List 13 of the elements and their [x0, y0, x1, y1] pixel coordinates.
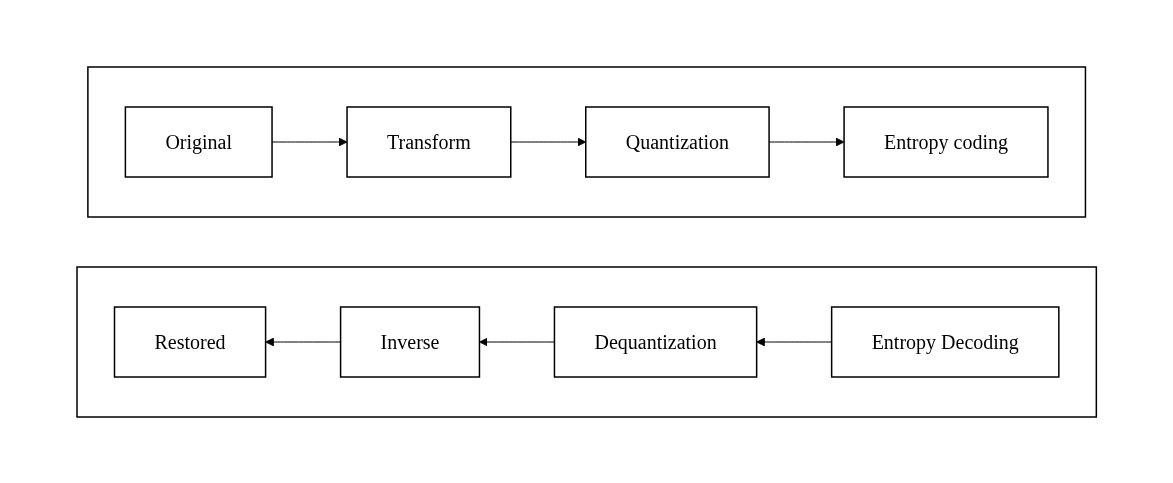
node-box: Dequantization: [553, 305, 758, 378]
node-box: Restored: [113, 305, 267, 378]
cluster: [86, 65, 1086, 218]
node-box: Transform: [346, 105, 512, 178]
arrow: [756, 337, 832, 346]
cluster: [76, 265, 1097, 418]
node-box: Entropy coding: [843, 105, 1049, 178]
arrow: [265, 337, 341, 346]
node-box: Inverse: [339, 305, 481, 378]
arrow: [510, 137, 586, 146]
node-box: Quantization: [584, 105, 770, 178]
node-box: Original: [124, 105, 273, 178]
node-box: Entropy Decoding: [830, 305, 1060, 378]
